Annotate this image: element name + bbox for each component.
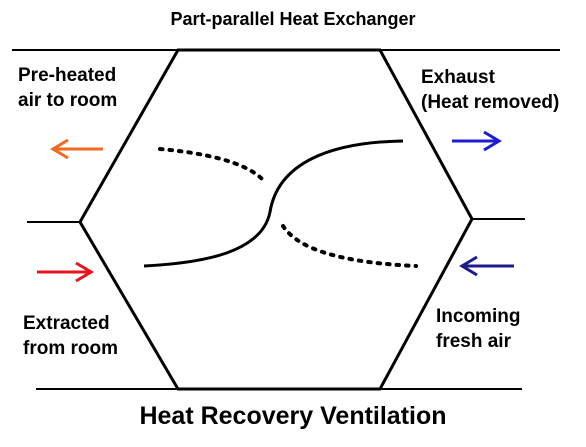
incoming-air-label-line1: Incoming [436, 306, 521, 327]
extracted-air-label-line1: Extracted [23, 313, 110, 334]
preheated-air-label: Pre-heated air to room [18, 63, 117, 113]
preheated-air-label-line1: Pre-heated [18, 65, 117, 86]
exhaust-flow-curve-lower [281, 224, 418, 268]
extracted-air-label: Extracted from room [23, 311, 118, 361]
diagram-caption: Heat Recovery Ventilation [139, 402, 447, 430]
exhaust-flow-curve-upper [158, 147, 265, 182]
incoming-air-label: Incoming fresh air [436, 304, 520, 354]
incoming-air-label-line2: fresh air [436, 331, 511, 352]
extracted-air-arrow [37, 261, 94, 283]
supply-flow-curve [143, 139, 404, 268]
exhaust-label-line2: (Heat removed) [421, 92, 560, 113]
preheated-air-label-line2: air to room [18, 90, 118, 111]
exhaust-label: Exhaust (Heat removed) [421, 65, 559, 115]
exhaust-label-line1: Exhaust [421, 67, 495, 88]
exchanger-hexagon [78, 48, 474, 391]
exhaust-arrow [452, 130, 502, 152]
preheated-air-arrow [50, 138, 103, 160]
incoming-air-arrow [459, 255, 514, 277]
extracted-air-label-line2: from room [23, 338, 118, 359]
diagram-title: Part-parallel Heat Exchanger [170, 9, 416, 29]
